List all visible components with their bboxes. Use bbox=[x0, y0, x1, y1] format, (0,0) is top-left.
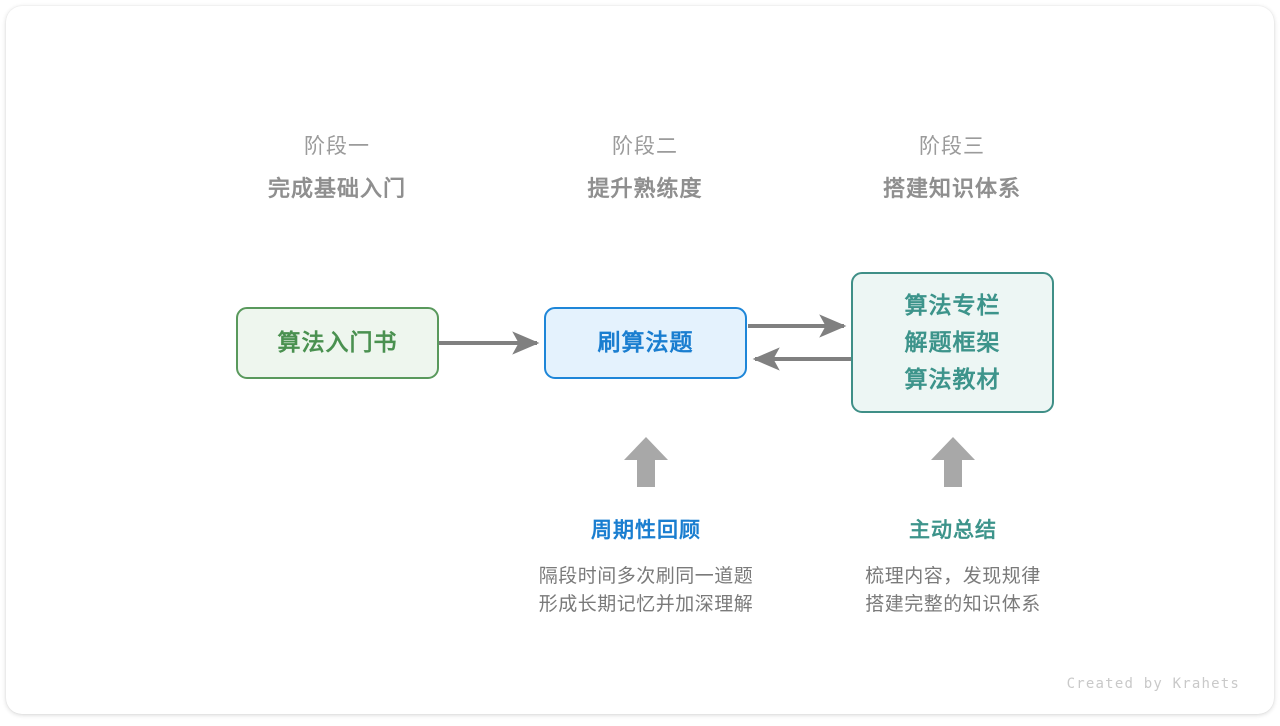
stage-title-3: 搭建知识体系 bbox=[882, 176, 1021, 201]
annotation-active-summary: 主动总结 梳理内容，发现规律 搭建完整的知识体系 bbox=[793, 520, 1113, 618]
node-intro-book[interactable]: 算法入门书 bbox=[236, 307, 439, 379]
annotation-active-summary-body-line-1: 梳理内容，发现规律 bbox=[865, 566, 1041, 587]
annotation-active-summary-body-line-2: 搭建完整的知识体系 bbox=[865, 593, 1041, 615]
stage-kicker-3: 阶段三 bbox=[919, 135, 985, 158]
node-intro-book-line-1: 算法入门书 bbox=[277, 329, 398, 356]
node-knowledge-resources[interactable]: 算法专栏 解题框架 算法教材 bbox=[851, 272, 1054, 413]
stage-title-1: 完成基础入门 bbox=[267, 176, 406, 201]
node-practice-problems-line-1: 刷算法题 bbox=[597, 329, 694, 356]
up-arrow-periodic-review bbox=[624, 437, 668, 487]
up-arrow-active-summary bbox=[931, 437, 975, 487]
stage-header-3: 阶段三 搭建知识体系 bbox=[832, 136, 1072, 200]
diagram-card: 阶段一 完成基础入门 阶段二 提升熟练度 阶段三 搭建知识体系 算法入门书 bbox=[6, 6, 1274, 714]
node-practice-problems[interactable]: 刷算法题 bbox=[544, 307, 747, 379]
annotation-active-summary-body: 梳理内容，发现规律 搭建完整的知识体系 bbox=[793, 563, 1113, 618]
stage-title-2: 提升熟练度 bbox=[587, 176, 703, 201]
node-knowledge-resources-line-1: 算法专栏 bbox=[904, 291, 1001, 318]
annotation-periodic-review-body: 隔段时间多次刷同一道题 形成长期记忆并加深理解 bbox=[486, 563, 806, 618]
stage-kicker-1: 阶段一 bbox=[304, 135, 370, 158]
node-knowledge-resources-line-2: 解题框架 bbox=[904, 328, 1001, 355]
annotation-periodic-review-body-line-1: 隔段时间多次刷同一道题 bbox=[538, 566, 754, 587]
annotation-active-summary-title: 主动总结 bbox=[909, 519, 997, 542]
annotation-periodic-review-body-line-2: 形成长期记忆并加深理解 bbox=[538, 593, 754, 615]
annotation-periodic-review: 周期性回顾 隔段时间多次刷同一道题 形成长期记忆并加深理解 bbox=[486, 520, 806, 618]
stage-header-2: 阶段二 提升熟练度 bbox=[525, 136, 765, 200]
footer-credit: Created by Krahets bbox=[1066, 676, 1240, 692]
stage-header-1: 阶段一 完成基础入门 bbox=[217, 136, 457, 200]
annotation-periodic-review-title: 周期性回顾 bbox=[591, 519, 701, 542]
node-knowledge-resources-line-3: 算法教材 bbox=[904, 366, 1001, 393]
stage-kicker-2: 阶段二 bbox=[612, 135, 678, 158]
